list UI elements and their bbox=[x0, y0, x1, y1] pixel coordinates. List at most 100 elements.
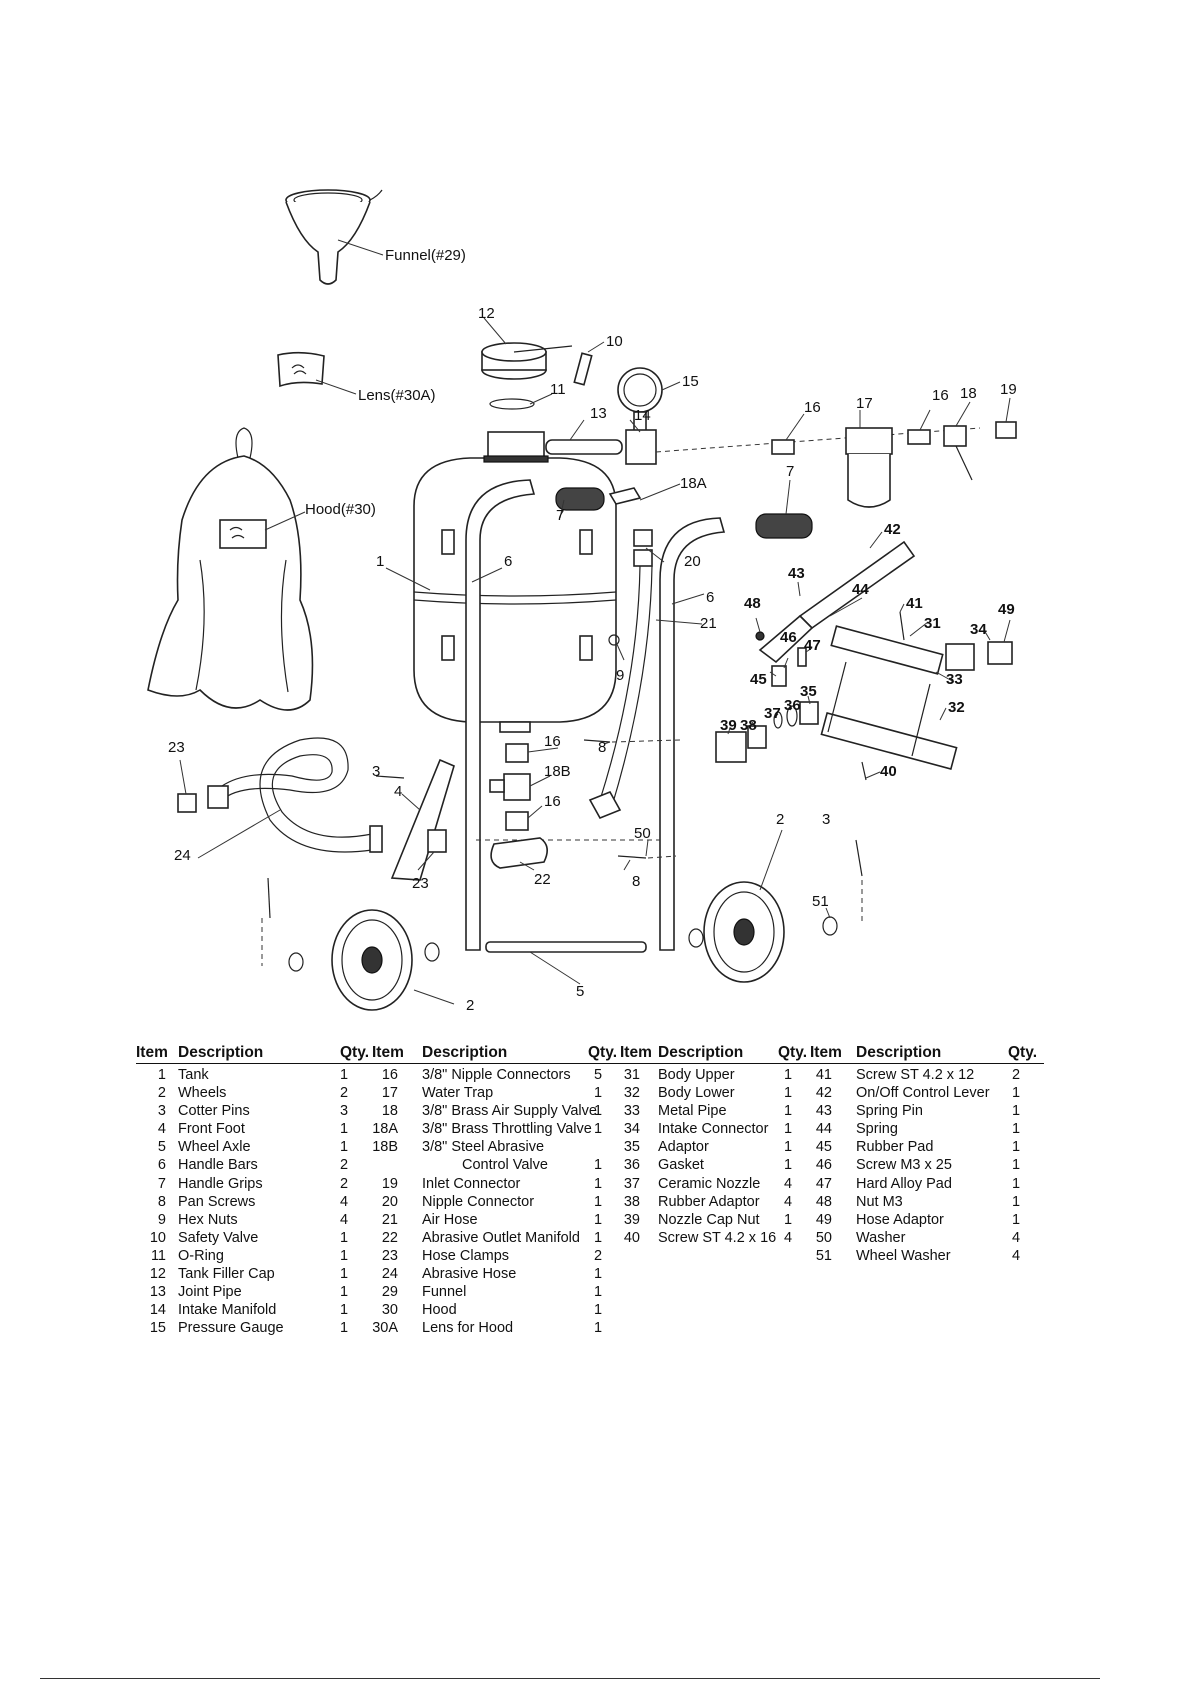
callout-8b: 8 bbox=[632, 873, 640, 890]
item-number: 33 bbox=[623, 1103, 640, 1120]
callout-23b: 23 bbox=[412, 875, 429, 892]
callout-32: 32 bbox=[948, 699, 965, 716]
item-qty: 1 bbox=[594, 1193, 603, 1210]
item-qty: 1 bbox=[1012, 1139, 1021, 1156]
callout-47: 47 bbox=[804, 637, 821, 654]
item-number: 46 bbox=[815, 1157, 832, 1174]
item-number: 50 bbox=[815, 1229, 832, 1246]
item-qty: 1 bbox=[594, 1229, 603, 1246]
label-hood: Hood(#30) bbox=[305, 501, 376, 518]
callout-13: 13 bbox=[590, 405, 607, 422]
item-number: 44 bbox=[815, 1121, 832, 1138]
item-description: Wheel Washer bbox=[856, 1247, 951, 1264]
header-description-4: Description bbox=[856, 1044, 942, 1061]
item-qty: 2 bbox=[594, 1247, 603, 1264]
item-number: 18B bbox=[372, 1139, 398, 1156]
item-description: Handle Bars bbox=[178, 1157, 258, 1174]
item-qty: 1 bbox=[594, 1121, 603, 1138]
item-qty: 1 bbox=[594, 1211, 603, 1228]
header-description-3: Description bbox=[658, 1044, 744, 1061]
item-qty: 1 bbox=[340, 1320, 349, 1337]
blast-gun-part bbox=[715, 540, 1013, 781]
item-qty: 2 bbox=[340, 1175, 349, 1192]
item-qty: 4 bbox=[784, 1193, 793, 1210]
item-description: Abrasive Outlet Manifold bbox=[422, 1229, 580, 1246]
item-number: 19 bbox=[381, 1175, 398, 1192]
callout-19: 19 bbox=[1000, 381, 1017, 398]
callout-12: 12 bbox=[478, 305, 495, 322]
item-description: 3/8" Nipple Connectors bbox=[422, 1067, 571, 1083]
item-qty: 1 bbox=[594, 1103, 603, 1120]
callout-3: 3 bbox=[372, 763, 380, 780]
item-description: Tank Filler Cap bbox=[178, 1266, 275, 1283]
callout-50: 50 bbox=[634, 825, 651, 842]
item-number: 10 bbox=[149, 1229, 166, 1246]
item-number: 29 bbox=[381, 1284, 398, 1301]
callout-51: 51 bbox=[812, 893, 829, 910]
callout-24: 24 bbox=[174, 847, 191, 864]
item-description: Body Upper bbox=[658, 1067, 735, 1083]
item-description: Hood bbox=[422, 1302, 457, 1319]
item-description: Air Hose bbox=[422, 1211, 478, 1228]
item-number: 1 bbox=[157, 1067, 166, 1083]
callout-37: 37 bbox=[764, 705, 781, 722]
header-qty-1: Qty. bbox=[340, 1044, 369, 1061]
item-qty: 1 bbox=[1012, 1211, 1021, 1228]
header-item-4: Item bbox=[810, 1044, 842, 1061]
hood-part: Hood(#30) bbox=[147, 427, 376, 711]
item-qty: 1 bbox=[340, 1266, 349, 1283]
callout-16a: 16 bbox=[804, 399, 821, 416]
item-description: Pressure Gauge bbox=[178, 1320, 284, 1337]
callout-10: 10 bbox=[606, 333, 623, 350]
item-qty: 1 bbox=[340, 1121, 349, 1138]
item-number: 47 bbox=[815, 1175, 832, 1192]
item-description: Spring bbox=[856, 1121, 898, 1138]
item-number: 40 bbox=[623, 1229, 640, 1246]
callout-9: 9 bbox=[616, 667, 624, 684]
item-number: 20 bbox=[381, 1193, 398, 1210]
callout-48: 48 bbox=[744, 595, 761, 612]
item-description: Nozzle Cap Nut bbox=[658, 1211, 760, 1228]
item-description: Rubber Pad bbox=[856, 1139, 934, 1156]
callout-2: 2 bbox=[466, 997, 474, 1014]
item-description: Hex Nuts bbox=[178, 1211, 238, 1228]
item-qty: 1 bbox=[1012, 1157, 1021, 1174]
item-description: Rubber Adaptor bbox=[658, 1193, 760, 1210]
item-description: Cotter Pins bbox=[178, 1103, 250, 1120]
item-qty: 1 bbox=[340, 1247, 349, 1264]
item-description: O-Ring bbox=[178, 1247, 224, 1264]
item-description: Front Foot bbox=[178, 1121, 245, 1138]
item-description: Screw ST 4.2 x 16 bbox=[658, 1229, 777, 1246]
item-description: Adaptor bbox=[658, 1139, 709, 1156]
item-qty: 1 bbox=[340, 1229, 349, 1246]
item-number: 24 bbox=[381, 1266, 398, 1283]
item-description: Funnel bbox=[422, 1284, 467, 1301]
item-number: 42 bbox=[815, 1085, 832, 1102]
callout-49: 49 bbox=[998, 601, 1015, 618]
item-qty: 1 bbox=[1012, 1175, 1021, 1192]
page-bottom-rule bbox=[40, 1678, 1100, 1679]
item-qty: 1 bbox=[594, 1284, 603, 1301]
item-number: 23 bbox=[381, 1247, 398, 1264]
item-description: Lens for Hood bbox=[422, 1320, 514, 1337]
item-qty: 1 bbox=[594, 1302, 603, 1319]
callout-14: 14 bbox=[634, 407, 651, 424]
filler-cap-part bbox=[481, 342, 593, 410]
callout-16b: 16 bbox=[932, 387, 949, 404]
header-item-1: Item bbox=[136, 1044, 168, 1061]
item-qty: 1 bbox=[784, 1211, 793, 1228]
item-number: 14 bbox=[149, 1302, 166, 1319]
item-number: 17 bbox=[381, 1085, 398, 1102]
item-description: Control Valve bbox=[462, 1157, 548, 1174]
item-number: 43 bbox=[815, 1103, 832, 1120]
screws-part bbox=[583, 634, 681, 859]
callout-38: 38 bbox=[740, 717, 757, 734]
callout-23: 23 bbox=[168, 739, 185, 756]
item-number: 34 bbox=[623, 1121, 640, 1138]
item-description: 3/8" Steel Abrasive bbox=[422, 1139, 545, 1156]
item-qty: 1 bbox=[340, 1284, 349, 1301]
item-qty: 1 bbox=[1012, 1085, 1021, 1102]
callout-6: 6 bbox=[504, 553, 512, 570]
item-number: 36 bbox=[623, 1157, 640, 1174]
abrasive-valve-parts bbox=[489, 743, 548, 869]
